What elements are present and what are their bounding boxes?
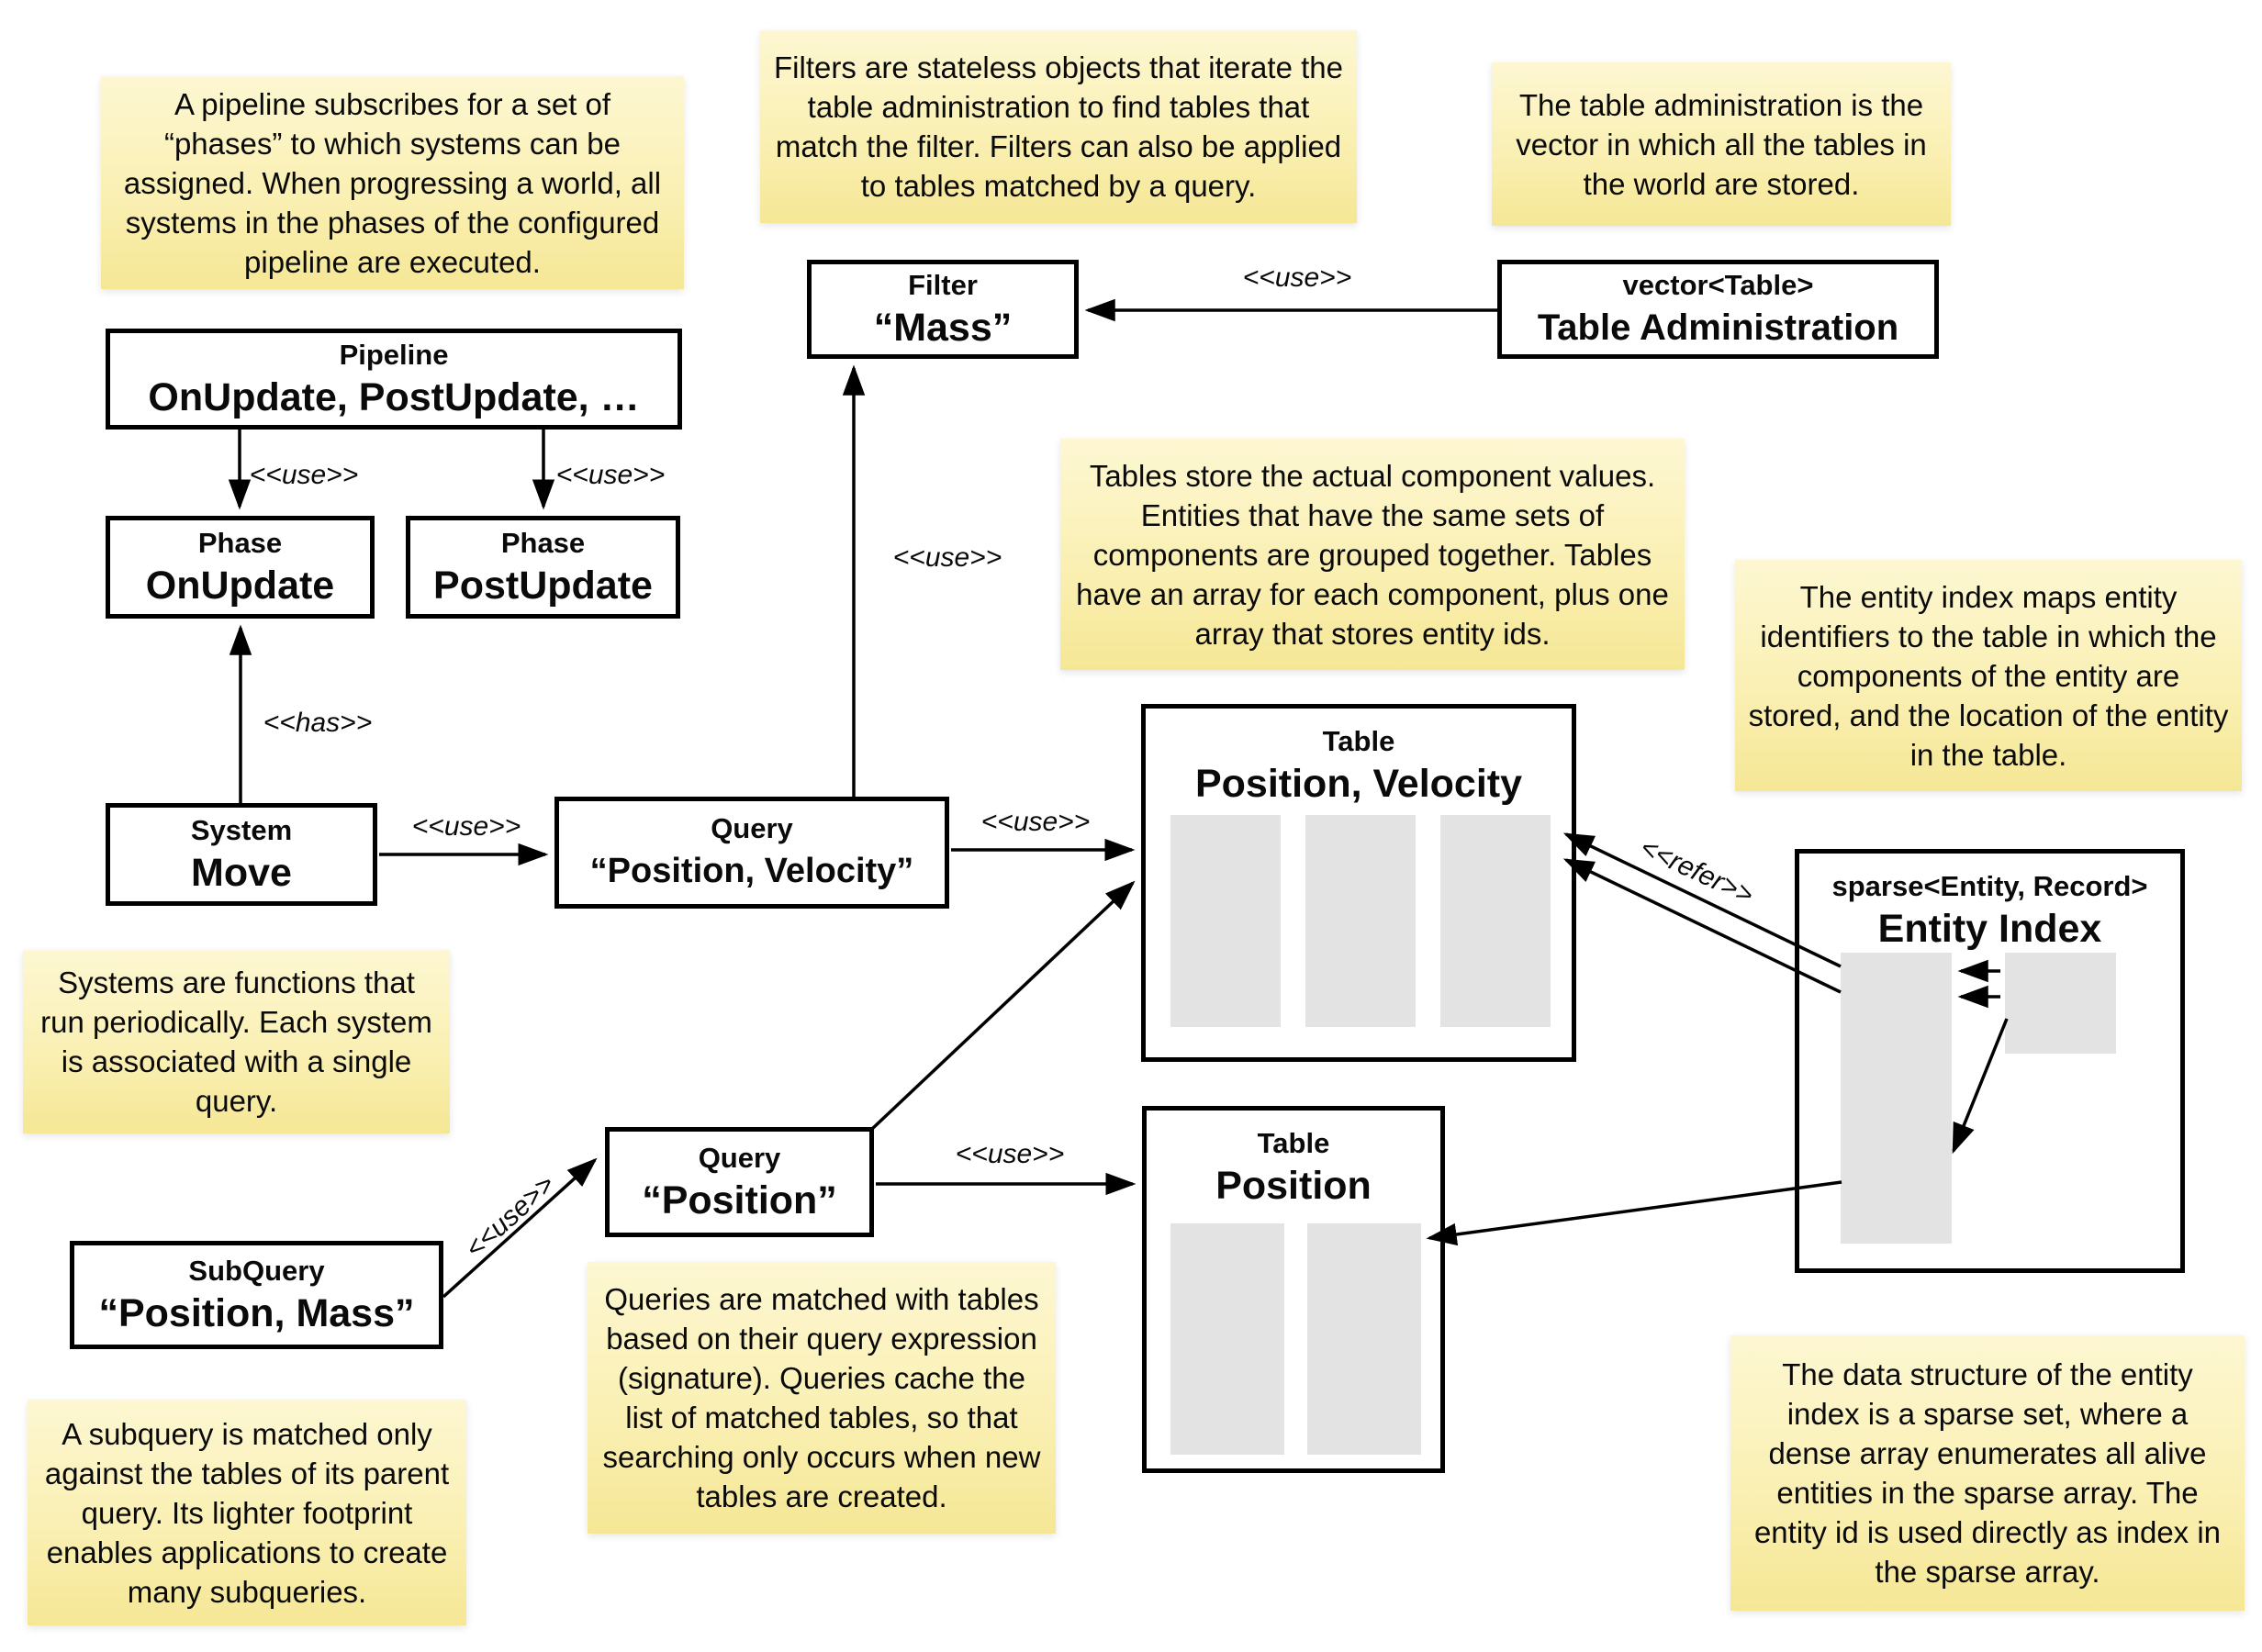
node-phase-postupdate-name: PostUpdate bbox=[433, 564, 653, 608]
node-pipeline-stereotype: Pipeline bbox=[339, 339, 449, 371]
node-table-administration-name: Table Administration bbox=[1537, 307, 1899, 348]
node-filter-mass: Filter “Mass” bbox=[807, 260, 1079, 359]
note-pipeline: A pipeline subscribes for a set of “phas… bbox=[101, 76, 684, 289]
node-query-position: Query “Position” bbox=[605, 1127, 874, 1237]
node-system-move-stereotype: System bbox=[190, 814, 293, 846]
component-array bbox=[1170, 815, 1281, 1027]
node-query-position-stereotype: Query bbox=[698, 1142, 781, 1174]
node-phase-onupdate: Phase OnUpdate bbox=[106, 516, 375, 619]
node-entity-index: sparse<Entity, Record> Entity Index bbox=[1795, 849, 2185, 1273]
node-phase-onupdate-stereotype: Phase bbox=[197, 527, 283, 559]
sparse-array bbox=[1841, 953, 1952, 1244]
component-array bbox=[1170, 1223, 1284, 1455]
edge-label-has: <<has>> bbox=[263, 708, 373, 738]
note-queries: Queries are matched with tables based on… bbox=[588, 1262, 1056, 1534]
note-systems: Systems are functions that run periodica… bbox=[23, 950, 450, 1133]
node-subquery-position-mass: SubQuery “Position, Mass” bbox=[70, 1241, 443, 1349]
node-table-administration-stereotype: vector<Table> bbox=[1622, 269, 1814, 301]
node-query-position-velocity-name: “Position, Velocity” bbox=[589, 852, 914, 890]
node-table-position-velocity: Table Position, Velocity bbox=[1141, 704, 1576, 1062]
node-pipeline: Pipeline OnUpdate, PostUpdate, … bbox=[106, 329, 682, 430]
node-filter-mass-name: “Mass” bbox=[873, 306, 1013, 350]
node-entity-index-name: Entity Index bbox=[1877, 907, 2102, 951]
edge-label-use: <<use>> bbox=[411, 811, 521, 842]
node-system-move-name: Move bbox=[191, 851, 292, 895]
node-query-position-velocity: Query “Position, Velocity” bbox=[554, 797, 949, 909]
node-table-position-velocity-name: Position, Velocity bbox=[1194, 762, 1523, 806]
dense-array bbox=[2005, 953, 2116, 1054]
note-subquery: A subquery is matched only against the t… bbox=[28, 1400, 466, 1625]
node-query-position-name: “Position” bbox=[642, 1178, 837, 1222]
node-query-position-velocity-stereotype: Query bbox=[711, 812, 793, 844]
edge-label-use: <<use>> bbox=[892, 542, 1002, 573]
node-table-administration: vector<Table> Table Administration bbox=[1497, 260, 1939, 359]
note-table-administration: The table administration is the vector i… bbox=[1492, 62, 1951, 226]
node-phase-onupdate-name: OnUpdate bbox=[145, 564, 335, 608]
edge-label-use: <<use>> bbox=[980, 807, 1091, 837]
node-subquery-position-mass-name: “Position, Mass” bbox=[98, 1291, 415, 1335]
edge-label-use: <<use>> bbox=[459, 1168, 561, 1265]
edge-label-use: <<use>> bbox=[1242, 262, 1352, 293]
node-phase-postupdate-stereotype: Phase bbox=[500, 527, 586, 559]
note-entity-index: The entity index maps entity identifiers… bbox=[1735, 560, 2242, 791]
node-table-position-stereotype: Table bbox=[1257, 1127, 1330, 1159]
edge-label-use: <<use>> bbox=[249, 460, 359, 490]
note-tables: Tables store the actual component values… bbox=[1060, 439, 1685, 670]
edge-entityindex-to-table-pos bbox=[1426, 1180, 1842, 1246]
node-table-position-name: Position bbox=[1215, 1164, 1372, 1208]
node-table-position: Table Position bbox=[1142, 1106, 1445, 1473]
component-array bbox=[1305, 815, 1416, 1027]
note-filters: Filters are stateless objects that itera… bbox=[760, 30, 1357, 223]
node-phase-postupdate: Phase PostUpdate bbox=[406, 516, 680, 619]
edge-label-use: <<use>> bbox=[955, 1139, 1065, 1169]
component-array bbox=[1307, 1223, 1421, 1455]
edge-label-use: <<use>> bbox=[555, 460, 666, 490]
node-pipeline-name: OnUpdate, PostUpdate, … bbox=[148, 375, 640, 419]
node-filter-mass-stereotype: Filter bbox=[908, 269, 978, 301]
node-table-position-velocity-stereotype: Table bbox=[1322, 725, 1395, 757]
node-entity-index-stereotype: sparse<Entity, Record> bbox=[1831, 870, 2148, 902]
node-subquery-position-mass-stereotype: SubQuery bbox=[188, 1255, 325, 1287]
node-system-move: System Move bbox=[106, 803, 377, 906]
component-array bbox=[1440, 815, 1551, 1027]
edge-label-refer: <<refer>> bbox=[1635, 832, 1758, 911]
edge-query-pos-to-table-pv bbox=[870, 880, 1136, 1131]
note-sparse-set: The data structure of the entity index i… bbox=[1730, 1335, 2245, 1611]
